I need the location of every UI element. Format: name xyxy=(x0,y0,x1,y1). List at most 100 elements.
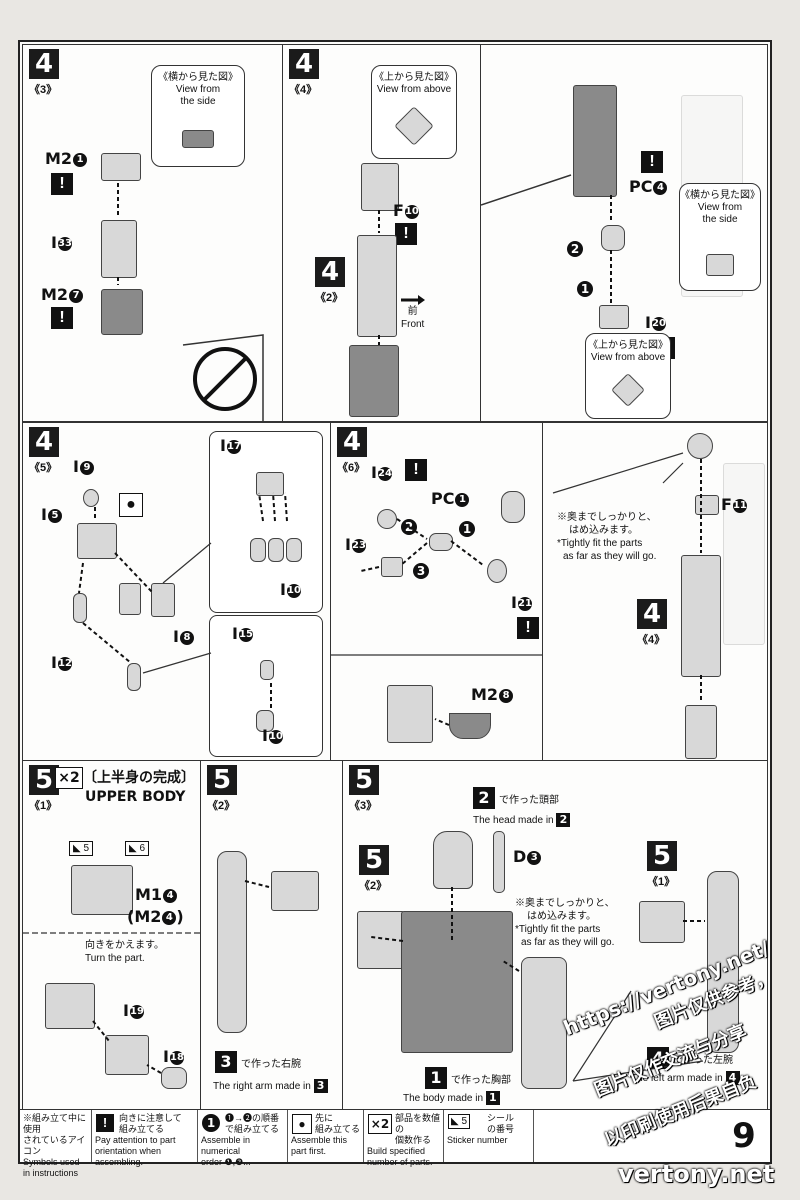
part-leg-cover xyxy=(349,345,399,417)
armor-part xyxy=(639,901,685,943)
warning-icon: ! xyxy=(96,1114,114,1132)
step-number: 4《6》 xyxy=(337,427,367,474)
body-caption-jp: で作った胸部 xyxy=(451,1075,511,1086)
assembly-arrows xyxy=(370,887,705,1082)
view-above-bubble: 《上から見た図》 View from above xyxy=(585,333,671,419)
part-m2-7 xyxy=(101,289,143,335)
part-leg-frame xyxy=(357,235,397,337)
part-f-10 xyxy=(361,163,399,211)
head-caption-jp: で作った頭部 xyxy=(499,795,559,806)
panel-step-5-2: 5《2》 3 で作った右腕 The right arm made in 3 xyxy=(200,760,344,1110)
shoulder-armor xyxy=(71,865,133,915)
detail-box-lower: I15 I10 xyxy=(209,615,323,757)
label-i-23: I23 xyxy=(345,535,366,554)
part-leg-upper xyxy=(573,85,617,197)
part-i-33 xyxy=(101,220,137,278)
assembly-arrows xyxy=(481,174,612,303)
panel-f11-assembly: ※奥までしっかりと、 はめ込みます。 *Tightly fit the part… xyxy=(542,422,768,762)
step-number: 4《3》 xyxy=(29,49,59,96)
seq-3: 3 xyxy=(413,563,429,579)
assembly-arrows xyxy=(23,932,201,1074)
warning-icon: ! xyxy=(517,617,539,639)
right-arm xyxy=(217,851,247,1033)
body-caption-en: The body made in 1 xyxy=(403,1091,500,1105)
legend-first: ● 先に 組み立てる Assemble this part first. xyxy=(288,1110,364,1162)
title-jp: 〔上半身の完成〕 xyxy=(83,770,195,786)
part-i-12b xyxy=(127,663,141,691)
part-i-21 xyxy=(487,559,507,583)
part-i-8a xyxy=(119,583,141,615)
label-i-24: I24 xyxy=(371,463,392,482)
part-m2-8 xyxy=(449,713,491,739)
label-f-10: F10 xyxy=(393,201,419,220)
part-leg-lower xyxy=(681,555,721,677)
legend-quantity: ×2 部品を数値の 個数作る Build specified number of… xyxy=(364,1110,444,1167)
view-side-bubble: 《横から見た図》 View from the side xyxy=(679,183,761,291)
part-i-8b xyxy=(151,583,175,617)
part-foot xyxy=(685,705,717,759)
leg-assembly xyxy=(387,685,433,743)
left-caption-en: The left arm made in 4 xyxy=(631,1071,740,1085)
caption-badge: 3 xyxy=(215,1051,237,1073)
part-i-18 xyxy=(161,1067,187,1089)
label-f-11: F11 xyxy=(721,495,747,514)
panel-pc-assembly: ! PC4 2 1 I20 ! 《横から見た図》 View from the s… xyxy=(480,44,768,422)
caption-en: The right arm made in 3 xyxy=(213,1079,328,1093)
label-i-18: I18 xyxy=(163,1047,184,1066)
multiplier-badge: ×2 xyxy=(55,767,83,789)
left-arm xyxy=(521,957,567,1089)
part-i-23 xyxy=(381,557,403,577)
head-caption-en: The head made in 2 xyxy=(473,813,571,827)
view-side-bubble: 《横から見た図》 View from the side xyxy=(151,65,245,167)
part-i-20 xyxy=(599,305,629,329)
step-number: 5《3》 xyxy=(349,765,379,812)
step-number: 4《5》 xyxy=(29,427,59,474)
warning-icon: ! xyxy=(641,151,663,173)
fit-note: ※奥までしっかりと、 はめ込みます。 *Tightly fit the part… xyxy=(557,512,657,562)
seq-1: 1 xyxy=(577,281,593,297)
part-i-12 xyxy=(73,593,87,623)
assembly-arrows xyxy=(331,518,543,726)
ref-step-4-4: 4《4》 xyxy=(637,599,667,646)
view-above-bubble: 《上から見た図》 View from above xyxy=(371,65,457,159)
assembly-arrows xyxy=(378,210,425,345)
shoulder-armor-turned xyxy=(45,983,95,1029)
label-i-17: I17 xyxy=(220,436,241,455)
label-i-15: I15 xyxy=(232,624,253,643)
label-i-19: I19 xyxy=(123,1001,144,1020)
left-caption-jp: で作った左腕 xyxy=(673,1055,733,1066)
multiplier-icon: ×2 xyxy=(368,1114,392,1134)
legend-orientation: ! 向きに注意して 組み立てる Pay attention to part or… xyxy=(92,1110,198,1167)
caption-jp: で作った右腕 xyxy=(241,1059,301,1070)
side-view-part xyxy=(182,130,214,148)
part-i-9 xyxy=(83,489,99,507)
sticker-5: ◣ 5 xyxy=(69,841,94,856)
assemble-first-icon: ● xyxy=(119,493,143,517)
title-en: UPPER BODY xyxy=(85,789,186,805)
part-d-3 xyxy=(493,831,505,893)
warning-icon: ! xyxy=(395,223,417,245)
part-i-19 xyxy=(105,1035,149,1075)
label-i-12: I12 xyxy=(51,653,72,672)
shoulder-armor xyxy=(271,871,319,911)
part-knee xyxy=(687,433,713,459)
legend-order: 1 ❶→❷の順番 で組み立てる Assemble in numerical or… xyxy=(198,1110,288,1167)
warning-icon: ! xyxy=(51,307,73,329)
ghost-print xyxy=(543,423,767,761)
label-i-20: I20 xyxy=(645,313,666,332)
step-number: 5《2》 xyxy=(207,765,237,812)
step-number: 5《1》 xyxy=(29,765,59,812)
fit-note: ※奥までしっかりと、 はめ込みます。 *Tightly fit the part… xyxy=(515,898,615,948)
page-number: 9 xyxy=(732,1116,756,1156)
